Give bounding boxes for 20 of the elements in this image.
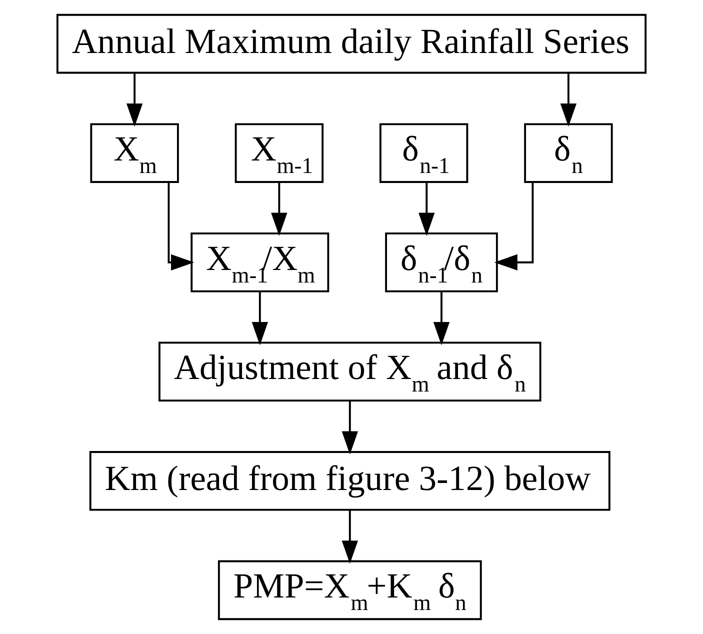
node-box: PMP=X$_{m}$+K$_{m}$ δ$_{n}$ [218,560,482,620]
arrow [126,73,143,127]
arrow [342,510,358,564]
arrow [168,182,194,270]
node-box: X$_{m}$ [90,123,179,183]
node-box: δ$_{n-1}$/δ$_{n}$ [385,232,498,292]
node-box: Adjustment of X$_{m}$ and δ$_{n}$ [158,342,542,402]
arrow [494,182,534,270]
node-box: Km (read from figure 3-12) below [89,451,610,511]
arrow [418,182,435,236]
node-box: δ$_{n-1}$ [379,123,468,183]
arrow [560,73,577,127]
arrow [271,182,288,236]
arrow [252,292,268,346]
node-box: Annual Maximum daily Rainfall Series [56,14,647,74]
node-box: X$_{m-1}$/X$_{m}$ [190,232,330,292]
arrow [433,292,450,346]
arrow [342,400,358,454]
node-box: X$_{m-1}$ [234,123,324,183]
node-box: δ$_{n}$ [524,123,613,183]
